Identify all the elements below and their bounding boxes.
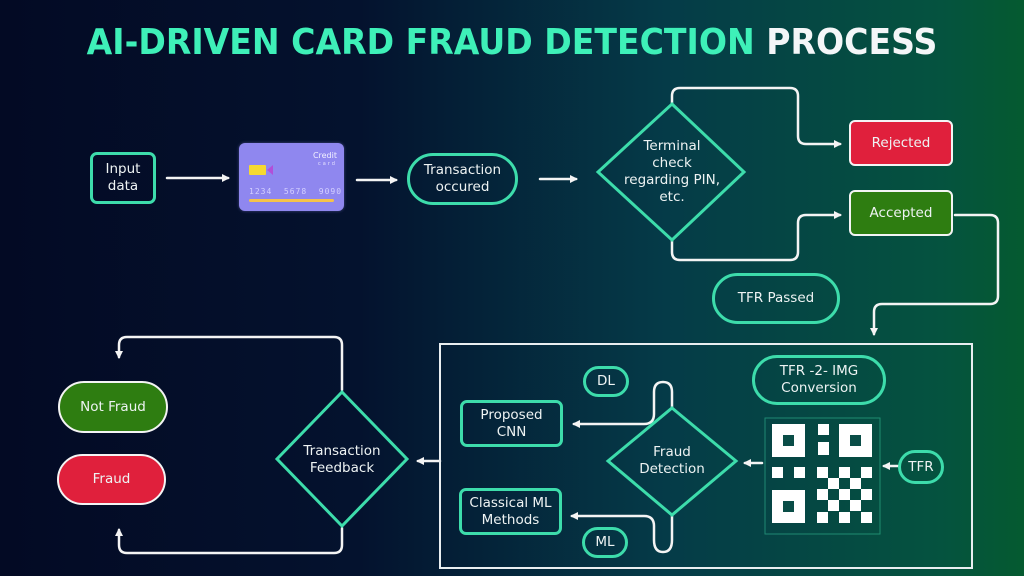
ml-tag: ML (582, 527, 628, 558)
tfr-passed-node: TFR Passed (712, 273, 840, 324)
credit-card-icon: Credit card 1234 5678 9090 (239, 143, 344, 211)
not-fraud-node: Not Fraud (58, 381, 168, 433)
arrow-terminal-to-accepted (670, 211, 842, 262)
dl-tag: DL (583, 366, 629, 397)
card-brand: Credit (312, 151, 337, 160)
fraud-detection-label: Fraud Detection (639, 444, 705, 477)
transaction-occured-node: Transaction occured (407, 153, 518, 205)
contactless-icon (267, 165, 273, 175)
page-title: AI-DRIVEN CARD FRAUD DETECTION PROCESS (86, 22, 938, 63)
fraud-detection-diamond (605, 406, 739, 517)
transaction-feedback-label: Transaction Feedback (303, 443, 381, 476)
fraud-node: Fraud (57, 454, 166, 505)
arrow-fd-to-cnn (572, 380, 674, 428)
terminal-check-diamond (595, 101, 747, 243)
arrow-feedback-to-fraud (115, 526, 344, 555)
accepted-node: Accepted (849, 190, 953, 236)
arrow-feedback-to-not-fraud (115, 335, 344, 392)
rejected-node: Rejected (849, 120, 953, 166)
input-data-node: Input data (90, 152, 156, 204)
arrow-terminal-to-rejected (670, 86, 842, 148)
card-stripe (249, 199, 334, 202)
tfr-node: TFR (898, 450, 944, 484)
ml-pipeline-panel (439, 343, 973, 569)
card-chip-icon (249, 165, 266, 175)
tfr-2-img-node: TFR -2- IMG Conversion (752, 355, 886, 405)
classical-ml-node: Classical ML Methods (459, 488, 562, 535)
arrow-fd-to-classical (570, 512, 674, 554)
transaction-feedback-diamond (274, 389, 410, 529)
card-number: 1234 5678 9090 (249, 187, 343, 196)
terminal-check-label: Terminal check regarding PIN, etc. (624, 138, 720, 205)
qr-code-icon (764, 417, 881, 535)
proposed-cnn-node: Proposed CNN (460, 400, 563, 447)
arrow-accepted-to-panel (870, 213, 1000, 336)
card-brand-sub: card (318, 161, 337, 167)
